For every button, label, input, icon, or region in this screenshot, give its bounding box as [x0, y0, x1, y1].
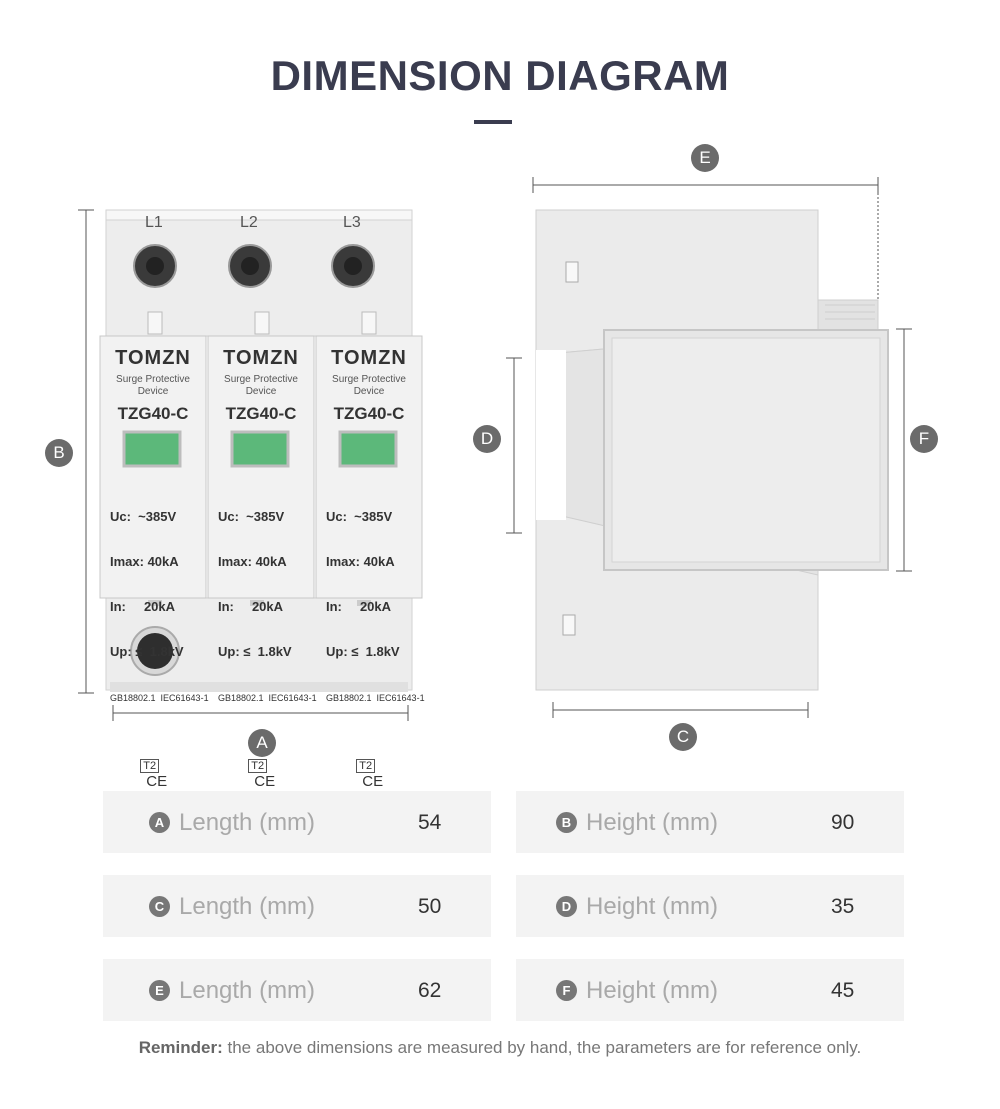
- spec-line: Uc: ~385V: [218, 509, 285, 524]
- class-mark: T2: [356, 759, 376, 773]
- device-subtitle-1: Surge Protective: [224, 374, 298, 385]
- spec-label: Height (mm): [586, 809, 719, 836]
- dimension-drawings: [78, 177, 912, 721]
- class-mark: T2: [140, 759, 160, 773]
- module-3: [315, 335, 423, 599]
- spec-label: Length (mm): [179, 977, 316, 1004]
- page-title: DIMENSION DIAGRAM: [270, 52, 730, 99]
- device-subtitle-2: Device: [137, 386, 169, 397]
- spec-row-c: C Length (mm) 50: [103, 875, 491, 937]
- reminder-text: the above dimensions are measured by han…: [222, 1038, 862, 1057]
- spec-value: 54: [418, 811, 442, 834]
- spec-label: Length (mm): [179, 809, 316, 836]
- spec-row-d: D Height (mm) 35: [516, 875, 904, 937]
- model-label: TZG40-C: [225, 404, 297, 423]
- badge-b: B: [45, 439, 73, 467]
- reminder-label: Reminder:: [138, 1038, 223, 1057]
- bottom-clips: [148, 600, 371, 606]
- brand-logo: TOMZN: [115, 347, 191, 369]
- device-subtitle-2: Device: [245, 386, 277, 397]
- spec-line: Up: ≤ 1.8kV: [110, 644, 184, 659]
- dimension-line-d: [506, 357, 522, 534]
- side-view: [535, 209, 889, 691]
- device-subtitle-1: Surge Protective: [332, 374, 406, 385]
- ground-terminal-screw: [130, 626, 180, 676]
- spec-letter-d: D: [556, 896, 577, 917]
- terminal-screw-3: [331, 244, 377, 335]
- terminal-screw-2: [228, 244, 272, 335]
- spec-line: Up: ≤ 1.8kV: [218, 644, 292, 659]
- ce-mark: CE: [362, 773, 384, 790]
- spec-value: 62: [418, 979, 442, 1002]
- module-3-specs: Uc: ~385V Imax: 40kA In: 20kA Up: ≤ 1.8k…: [326, 479, 425, 821]
- terminal-label-l1: L1: [145, 214, 163, 231]
- module-1-specs: Uc: ~385V Imax: 40kA In: 20kA Up: ≤ 1.8k…: [110, 479, 209, 821]
- spec-value: 45: [831, 979, 855, 1002]
- module-1-text: TOMZN Surge Protective Device TZG40-C: [100, 347, 206, 424]
- dimension-line-a: [112, 705, 409, 721]
- spec-letter-b: B: [556, 812, 577, 833]
- spec-letter-c: C: [149, 896, 170, 917]
- device-subtitle-1: Surge Protective: [116, 374, 190, 385]
- brand-logo: TOMZN: [331, 347, 407, 369]
- terminal-screw-1: [133, 244, 177, 335]
- spec-row-a: A Length (mm) 54: [103, 791, 491, 853]
- dimension-line-c: [552, 702, 809, 718]
- terminal-label-l2: L2: [240, 214, 258, 231]
- spec-line: Imax: 40kA: [110, 554, 179, 569]
- reminder-note: Reminder: the above dimensions are measu…: [0, 1038, 1000, 1058]
- module-3-text: TOMZN Surge Protective Device TZG40-C: [316, 347, 422, 424]
- spec-value: 35: [831, 895, 855, 918]
- spec-label: Height (mm): [586, 977, 719, 1004]
- spec-value: 90: [831, 811, 855, 834]
- brand-logo: TOMZN: [223, 347, 299, 369]
- module-2-specs: Uc: ~385V Imax: 40kA In: 20kA Up: ≤ 1.8k…: [218, 479, 317, 821]
- class-mark: T2: [248, 759, 268, 773]
- module-1: [99, 335, 207, 599]
- spec-line: In: 20kA: [218, 599, 284, 614]
- badge-f: F: [910, 425, 938, 453]
- dimension-line-b: [78, 209, 94, 694]
- spec-row-e: E Length (mm) 62: [103, 959, 491, 1021]
- ce-mark: CE: [254, 773, 276, 790]
- spec-line: Imax: 40kA: [326, 554, 395, 569]
- spec-label: Height (mm): [586, 893, 719, 920]
- spec-line: In: 20kA: [110, 599, 176, 614]
- spec-line: Uc: ~385V: [110, 509, 177, 524]
- badge-c: C: [669, 723, 697, 751]
- badge-d: D: [473, 425, 501, 453]
- terminal-label-l3: L3: [343, 214, 361, 231]
- spec-letter-e: E: [149, 980, 170, 1001]
- module-2-text: TOMZN Surge Protective Device TZG40-C: [208, 347, 314, 424]
- device-subtitle-2: Device: [353, 386, 385, 397]
- ce-mark: CE: [146, 773, 168, 790]
- spec-value: 50: [418, 895, 442, 918]
- module-2: [207, 335, 315, 599]
- spec-line: Imax: 40kA: [218, 554, 287, 569]
- model-label: TZG40-C: [117, 404, 189, 423]
- spec-row-f: F Height (mm) 45: [516, 959, 904, 1021]
- spec-row-b: B Height (mm) 90: [516, 791, 904, 853]
- standards-label: GB18802.1 IEC61643-1: [326, 693, 425, 703]
- spec-letter-f: F: [556, 980, 577, 1001]
- dimension-line-e: [532, 177, 879, 300]
- spec-letter-a: A: [149, 812, 170, 833]
- spec-line: Uc: ~385V: [326, 509, 393, 524]
- spec-line: Up: ≤ 1.8kV: [326, 644, 400, 659]
- standards-label: GB18802.1 IEC61643-1: [218, 693, 317, 703]
- model-label: TZG40-C: [333, 404, 405, 423]
- spec-line: In: 20kA: [326, 599, 392, 614]
- badge-a: A: [248, 729, 276, 757]
- spec-label: Length (mm): [179, 893, 316, 920]
- badge-e: E: [691, 144, 719, 172]
- standards-label: GB18802.1 IEC61643-1: [110, 693, 209, 703]
- dimension-line-f: [896, 328, 912, 572]
- title-underline: [474, 120, 512, 124]
